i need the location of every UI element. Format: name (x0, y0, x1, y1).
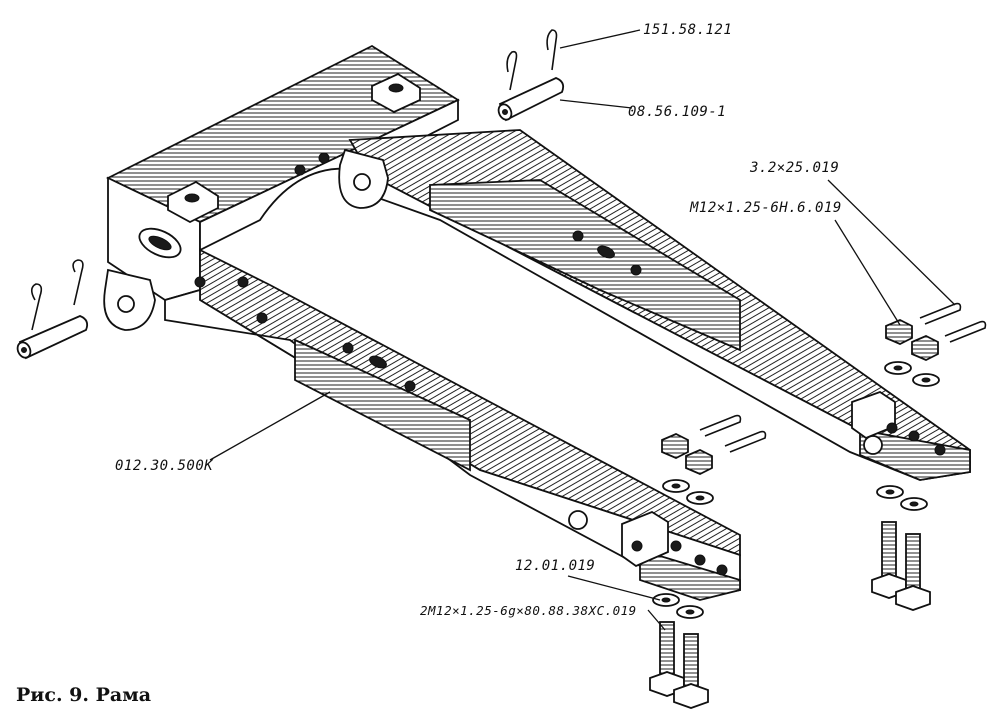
bolt-icon (871, 521, 931, 611)
frame-assembly (103, 44, 971, 601)
callout-nut-right: M12×1.25-6H.6.019 (689, 200, 842, 216)
castle-nut-icon (885, 319, 939, 361)
pin-icon (16, 315, 89, 360)
callout-washer-bottom: 12.01.019 (515, 558, 595, 574)
figure-caption: Рис. 9. Рама (16, 684, 152, 706)
callout-bolt-bottom: 2M12×1.25-6g×80.88.38XC.019 (420, 603, 637, 618)
cotter-pin-icon (699, 414, 767, 453)
cotter-pin-icon (919, 302, 987, 343)
washer-icon (652, 479, 714, 619)
washer-icon (876, 361, 940, 511)
bolt-icon (649, 621, 709, 709)
right-rail-end (859, 428, 971, 481)
cotter-pin-icon (506, 29, 558, 91)
castle-nut-icon (661, 433, 713, 475)
pin-icon (497, 77, 565, 122)
callout-frame: 012.30.500K (115, 458, 214, 474)
callout-cotter-right: 3.2×25.019 (749, 160, 839, 176)
callout-cotter-pin-top: 151.58.121 (643, 22, 732, 38)
left-rail-sleeve (294, 338, 471, 472)
callout-pin-top: 08.56.109-1 (628, 104, 726, 120)
left-end-bracket (621, 510, 669, 568)
cotter-pin-icon (30, 259, 84, 331)
right-rail-sleeve (429, 179, 741, 352)
